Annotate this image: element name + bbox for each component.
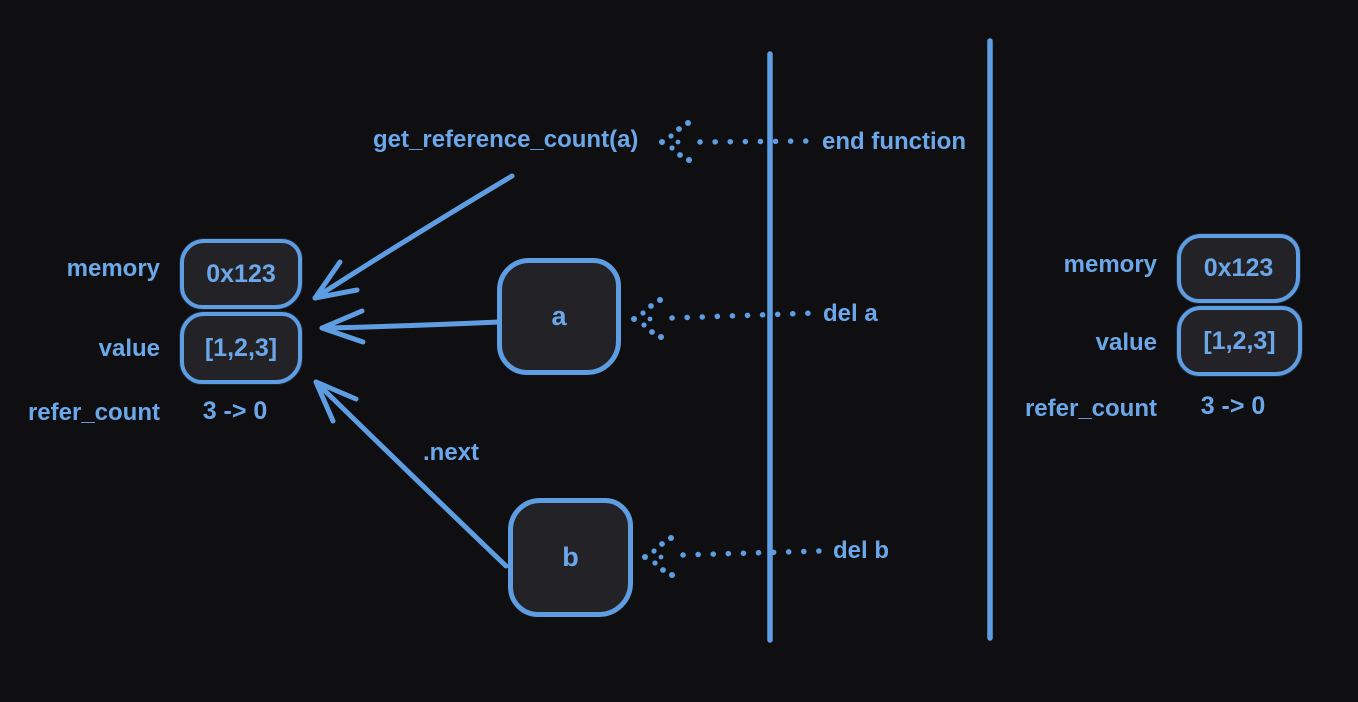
- dotted-arrowhead-icon: [631, 297, 664, 340]
- dotted-arrowhead-icon: [642, 535, 675, 578]
- end-function-label: end function: [822, 128, 966, 155]
- value-box-right: [1,2,3]: [1177, 306, 1302, 376]
- arrow-b-to-value: [313, 379, 509, 569]
- memory-label-left: memory: [66, 255, 160, 282]
- memory-address-value: 0x123: [206, 259, 276, 288]
- memory-label-right: memory: [1063, 251, 1157, 278]
- arrow-a-to-value: [319, 308, 502, 345]
- refer-count-label-right: refer_count: [1024, 395, 1157, 422]
- value-value: [1,2,3]: [204, 333, 278, 362]
- memory-address-box-right: 0x123: [1177, 234, 1300, 303]
- memory-address-box-left: 0x123: [180, 239, 302, 309]
- del-a-label: del a: [823, 300, 878, 327]
- variable-b-label: b: [562, 542, 579, 572]
- variable-a-box: a: [497, 258, 621, 375]
- arrow-call-to-memory: [312, 173, 515, 301]
- dotted-arrowhead-icon: [659, 120, 692, 163]
- variable-a-label: a: [551, 301, 567, 331]
- dotted-connector-del-a: [631, 297, 819, 340]
- value-label-left: value: [98, 335, 160, 362]
- variable-b-box: b: [508, 498, 633, 617]
- call-label: get_reference_count(a): [373, 126, 639, 153]
- memory-address-value: 0x123: [1203, 254, 1274, 282]
- next-attribute-label: .next: [423, 439, 480, 466]
- refer-count-value-left: 3 -> 0: [202, 397, 268, 425]
- refer-count-value-right: 3 -> 0: [1200, 392, 1266, 420]
- value-value: [1,2,3]: [1203, 326, 1276, 355]
- value-label-right: value: [1095, 329, 1157, 356]
- refer-count-label-left: refer_count: [27, 399, 160, 426]
- value-box-left: [1,2,3]: [180, 312, 302, 384]
- del-b-label: del b: [833, 537, 890, 564]
- dotted-connector-del-b: [642, 535, 823, 578]
- dotted-connector-end-function: [659, 120, 813, 163]
